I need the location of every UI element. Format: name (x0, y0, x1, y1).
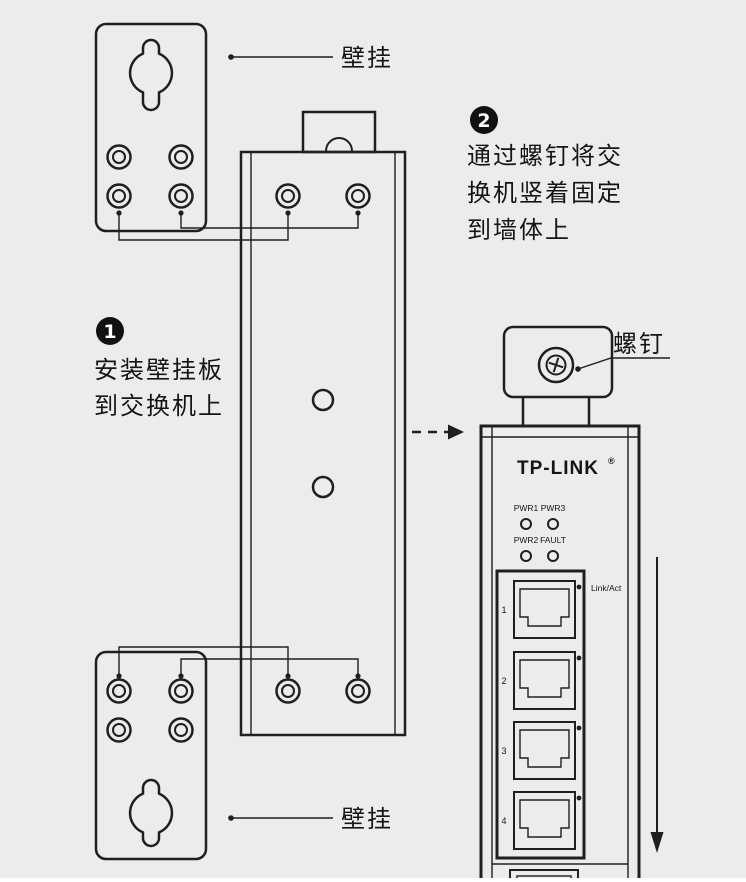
port-number: 1 (501, 605, 506, 615)
mount-screw (345, 678, 371, 704)
led-label-pwr1: PWR1 (514, 503, 539, 513)
vent-hole (311, 388, 335, 412)
led-label-pwr3: PWR3 (541, 503, 566, 513)
down-arrow-icon (650, 557, 664, 853)
alignment-lines (116, 210, 361, 679)
brand-logo: TP-LINK (517, 458, 599, 479)
din-clip-dome (325, 137, 353, 152)
screw-head-icon (537, 346, 575, 384)
registered-mark: ® (608, 456, 615, 466)
mount-screw (345, 183, 371, 209)
port-number: 3 (501, 746, 506, 756)
step-2-number: 2 (477, 110, 490, 132)
grommet-hole (168, 717, 194, 743)
callout-wall-plate-top: 壁挂 (228, 45, 393, 72)
port-led (576, 655, 582, 661)
port-number: 4 (501, 816, 506, 826)
rj45-port-1: 1 (501, 580, 582, 639)
wall-plate-bottom-outline (94, 650, 208, 861)
grommet-hole (106, 717, 132, 743)
grommet-hole (168, 144, 194, 170)
led-pwr1 (520, 518, 532, 530)
led-pwr2 (520, 550, 532, 562)
page-edge (0, 878, 746, 882)
step-1-number: 1 (103, 321, 116, 343)
led-indicators: PWR1 PWR3 PWR2 FAULT (514, 503, 566, 562)
transition-arrow-icon (412, 424, 464, 440)
grommet-hole (168, 678, 194, 704)
led-pwr3 (547, 518, 559, 530)
keyhole-slot-top (128, 38, 174, 112)
step-2-badge (470, 106, 498, 134)
rj45-port-2: 2 (501, 651, 582, 710)
port-led (576, 795, 582, 801)
link-act-label: Link/Act (591, 583, 622, 593)
step-1-text-line1: 安装壁挂板 (94, 357, 224, 384)
switch-back-outline (239, 150, 407, 737)
grommet-hole (106, 678, 132, 704)
wall-plate-bottom-label: 壁挂 (341, 806, 393, 833)
grommet-hole (168, 183, 194, 209)
step-1-text-line2: 到交换机上 (94, 393, 224, 420)
switch-front-outline (479, 424, 641, 882)
step-1-badge (96, 317, 124, 345)
switch-back-view (239, 110, 407, 737)
wall-plate-bottom (94, 650, 208, 861)
led-label-pwr2: PWR2 (514, 535, 539, 545)
led-fault (547, 550, 559, 562)
step-2-text-line1: 通过螺钉将交 (467, 143, 623, 170)
step-2-text-line2: 换机竖着固定 (467, 180, 623, 207)
grommet-hole (106, 183, 132, 209)
console-port-inner (516, 875, 572, 882)
callout-wall-plate-bottom: 壁挂 (228, 806, 393, 833)
step-2: 2 通过螺钉将交 换机竖着固定 到墙体上 (467, 106, 623, 244)
screw-label: 螺钉 (613, 331, 665, 358)
port-panel (495, 569, 586, 860)
keyhole-slot-bottom (128, 778, 174, 848)
step-1: 1 安装壁挂板 到交换机上 (94, 317, 224, 420)
rj45-port-4: 4 (501, 791, 582, 850)
grommet-hole (106, 144, 132, 170)
wall-plate-top (94, 22, 208, 233)
wall-plate-top-label: 壁挂 (341, 45, 393, 72)
port-led (576, 584, 582, 590)
port-led (576, 725, 582, 731)
port-number: 2 (501, 676, 506, 686)
callout-screw: 螺钉 (575, 331, 670, 372)
mount-screw (275, 183, 301, 209)
led-label-fault: FAULT (540, 535, 566, 545)
mount-plate-right (502, 325, 614, 427)
mount-plate-right-outline (502, 325, 614, 399)
vent-hole (311, 475, 335, 499)
mount-screw (275, 678, 301, 704)
wall-plate-top-outline (94, 22, 208, 233)
rj45-port-3: 3 (501, 721, 582, 780)
step-2-text-line3: 到墙体上 (467, 217, 571, 244)
